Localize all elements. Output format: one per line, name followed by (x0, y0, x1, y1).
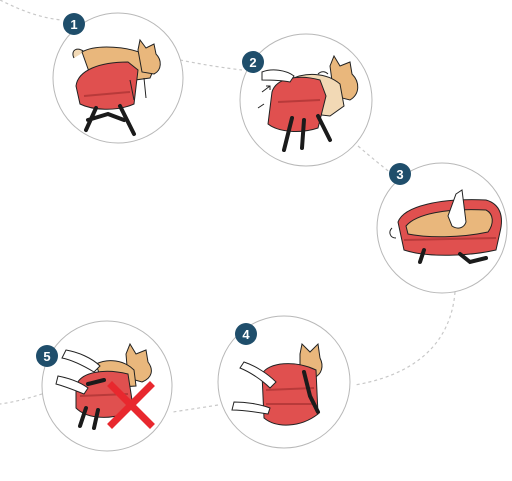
step-1: 1 (52, 12, 184, 144)
step-1-illustration (72, 38, 161, 136)
carrier-interior (405, 209, 493, 238)
carrier-bag (267, 76, 327, 132)
motion-arrow (257, 85, 271, 109)
step-2: 2 (239, 33, 373, 167)
step-3-number: 3 (396, 167, 403, 182)
hand (61, 349, 101, 373)
black-strap (302, 370, 320, 414)
hand (231, 401, 271, 415)
step-2-badge (242, 51, 264, 73)
dog-head (137, 38, 161, 75)
step-3: 3 (376, 162, 508, 294)
step-3-illustration (389, 189, 502, 265)
hand (239, 361, 277, 389)
step-1-number: 1 (70, 17, 77, 32)
step-5-badge (36, 345, 58, 367)
prohibited-cross-icon (107, 381, 155, 429)
step-5: 5 (36, 320, 173, 452)
black-strap (418, 248, 488, 265)
black-strap (282, 114, 332, 152)
step-1-badge (63, 13, 85, 35)
step-4-illustration (231, 342, 323, 426)
step-3-badge (389, 163, 411, 185)
black-strap (78, 378, 106, 430)
hand (55, 375, 89, 395)
step-2-illustration (257, 54, 359, 152)
step-4: 4 (217, 315, 351, 449)
step-4-badge (235, 323, 257, 345)
hand (261, 69, 295, 83)
carrier-bag (75, 61, 139, 110)
dog-tail (72, 48, 85, 59)
step-2-number: 2 (249, 55, 256, 70)
step-5-illustration (55, 342, 155, 430)
step-5-number: 5 (43, 349, 50, 364)
hand (447, 189, 467, 229)
dashed-path (0, 0, 456, 413)
step-4-number: 4 (242, 327, 250, 342)
black-strap (84, 104, 136, 136)
